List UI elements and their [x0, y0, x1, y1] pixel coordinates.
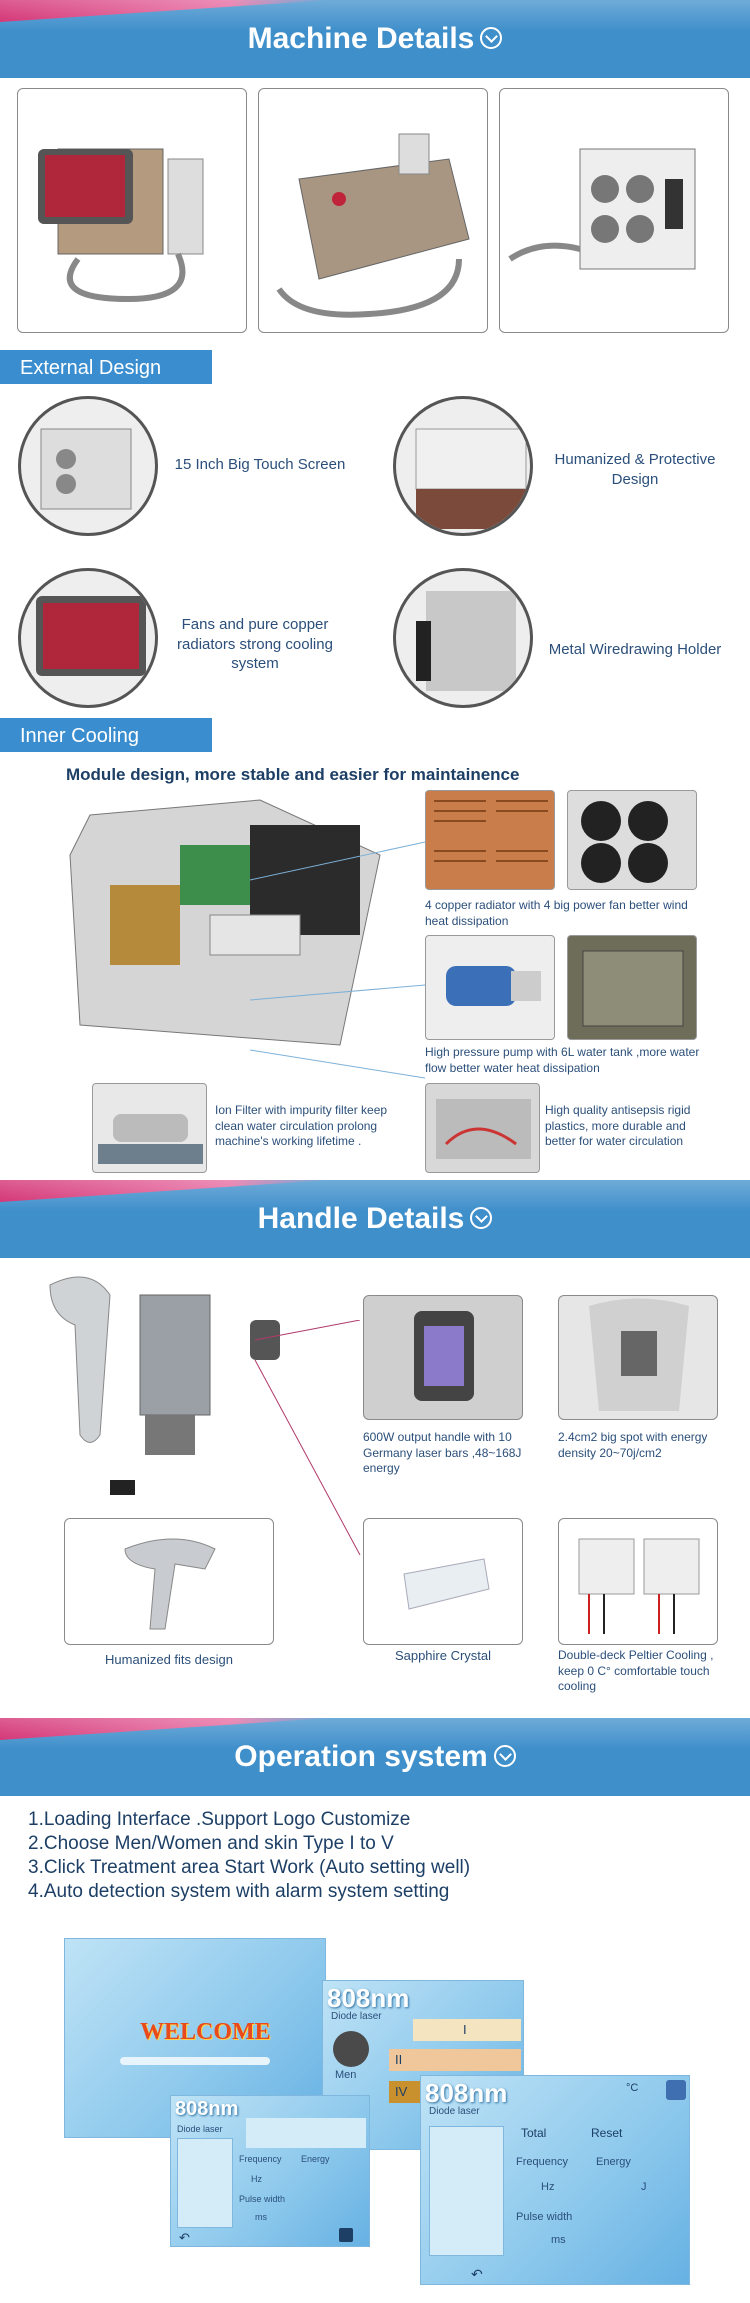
- treatment-j: J: [641, 2181, 647, 2193]
- machine-details-title: Machine Details: [0, 22, 750, 56]
- men-avatar[interactable]: [333, 2031, 369, 2067]
- metal-holder-caption: Metal Wiredrawing Holder: [548, 641, 722, 658]
- handle-details-banner: Handle Details: [0, 1180, 750, 1258]
- chevron-down-icon[interactable]: [480, 27, 503, 50]
- brand-808nm-small: 808nm: [175, 2098, 239, 2120]
- inner-heading: Module design, more stable and easier fo…: [66, 765, 520, 784]
- sapphire-crystal-caption: Sapphire Crystal: [394, 1648, 492, 1663]
- pump-caption: High pressure pump with 6L water tank ,m…: [425, 1045, 700, 1075]
- sapphire-crystal-image: [363, 1518, 523, 1645]
- handle-exploded-image: [30, 1265, 330, 1495]
- inner-module-image: [60, 795, 390, 1060]
- temperature-unit: °C: [626, 2082, 639, 2094]
- total-label: Total: [521, 2126, 547, 2140]
- laser-bars-image: [363, 1295, 523, 1420]
- diode-label: Diode laser: [331, 2011, 382, 2022]
- fans-image: [567, 790, 697, 890]
- touch-screen-caption: 15 Inch Big Touch Screen: [174, 456, 346, 473]
- machine-details-banner: Machine Details: [0, 0, 750, 78]
- operation-system-banner: Operation system: [0, 1718, 750, 1796]
- operation-item-3: 3.Click Treatment area Start Work (Auto …: [28, 1857, 471, 1878]
- chevron-down-icon[interactable]: [493, 1745, 516, 1768]
- treatment-ms: ms: [551, 2234, 566, 2246]
- handle-details-title: Handle Details: [0, 1202, 750, 1236]
- machine-side-image: [258, 88, 488, 333]
- operation-item-4: 4.Auto detection system with alarm syste…: [28, 1881, 450, 1902]
- treatment-back-icon[interactable]: ↶: [471, 2266, 483, 2282]
- treatment-screen: 808nm Diode laser °C Total Reset Frequen…: [420, 2075, 690, 2285]
- treatment-hz: Hz: [541, 2181, 555, 2193]
- external-design-tag: External Design: [0, 350, 212, 384]
- peltier-image: [558, 1518, 718, 1645]
- touch-screen-image: [18, 396, 158, 536]
- avatar-grid: [246, 2118, 366, 2148]
- back-icon[interactable]: ↶: [179, 2230, 190, 2245]
- humanized-caption: Humanized & Protective Design: [554, 451, 716, 488]
- save-icon[interactable]: [339, 2228, 353, 2242]
- pulse-label: Pulse width: [239, 2194, 286, 2204]
- pump-image: [425, 935, 555, 1040]
- radiator-caption: 4 copper radiator with 4 big power fan b…: [425, 898, 688, 928]
- operation-item-1: 1.Loading Interface .Support Logo Custom…: [28, 1809, 411, 1830]
- loading-bar: [120, 2057, 270, 2065]
- humanized-fit-caption: Humanized fits design: [105, 1652, 233, 1667]
- ion-filter-image: [92, 1083, 207, 1173]
- machine-back-image: [499, 88, 729, 333]
- big-spot-image: [558, 1295, 718, 1420]
- inner-cooling-tag: Inner Cooling: [0, 718, 212, 752]
- treatment-frequency-label: Frequency: [516, 2156, 568, 2168]
- energy-label: Energy: [301, 2154, 330, 2164]
- humanized-image: [393, 396, 533, 536]
- diode-label-small: Diode laser: [177, 2124, 223, 2134]
- handle-connector-lines: [254, 1320, 361, 1556]
- frequency-label: Frequency: [239, 2154, 282, 2164]
- cooling-screen-image: [18, 568, 158, 708]
- operation-system-title: Operation system: [0, 1740, 750, 1774]
- machine-front-image: [17, 88, 247, 333]
- big-spot-caption: 2.4cm2 big spot with energy density 20~7…: [558, 1430, 708, 1460]
- operation-list: 1.Loading Interface .Support Logo Custom…: [28, 1808, 470, 1904]
- peltier-caption: Double-deck Peltier Cooling , keep 0 C° …: [558, 1648, 714, 1694]
- operation-item-2: 2.Choose Men/Women and skin Type I to V: [28, 1833, 394, 1854]
- treatment-energy-label: Energy: [596, 2156, 631, 2168]
- skin-type-ii[interactable]: II: [389, 2049, 521, 2071]
- copper-radiator-image: [425, 790, 555, 890]
- plastics-image: [425, 1083, 540, 1173]
- ion-filter-caption: Ion Filter with impurity filter keep cle…: [215, 1103, 388, 1149]
- status-panel: [177, 2138, 233, 2228]
- reset-label[interactable]: Reset: [591, 2126, 623, 2140]
- water-tank-image: [567, 935, 697, 1040]
- plastics-caption: High quality antisepsis rigid plastics, …: [545, 1103, 691, 1149]
- parameter-screen: 808nm Diode laser Frequency Energy Hz Pu…: [170, 2095, 370, 2247]
- laser-output-caption: 600W output handle with 10 Germany laser…: [363, 1430, 522, 1476]
- welcome-text: WELCOME: [140, 2019, 271, 2045]
- treatment-pulse-label: Pulse width: [516, 2211, 573, 2223]
- brand-808nm-treatment: 808nm: [425, 2078, 508, 2108]
- treatment-area-grid[interactable]: [429, 2126, 504, 2256]
- skin-type-i[interactable]: I: [413, 2019, 521, 2041]
- chevron-down-icon[interactable]: [470, 1207, 493, 1230]
- brand-808nm: 808nm: [327, 1983, 410, 2013]
- metal-holder-image: [393, 568, 533, 708]
- settings-icon[interactable]: [666, 2080, 686, 2100]
- ms-unit: ms: [255, 2212, 267, 2222]
- hz-unit: Hz: [251, 2174, 262, 2184]
- diode-label-treatment: Diode laser: [429, 2106, 480, 2117]
- men-label: Men: [335, 2069, 357, 2081]
- humanized-fit-image: [64, 1518, 274, 1645]
- cooling-caption: Fans and pure copper radiators strong co…: [177, 616, 333, 672]
- connector-lines: [250, 841, 426, 1079]
